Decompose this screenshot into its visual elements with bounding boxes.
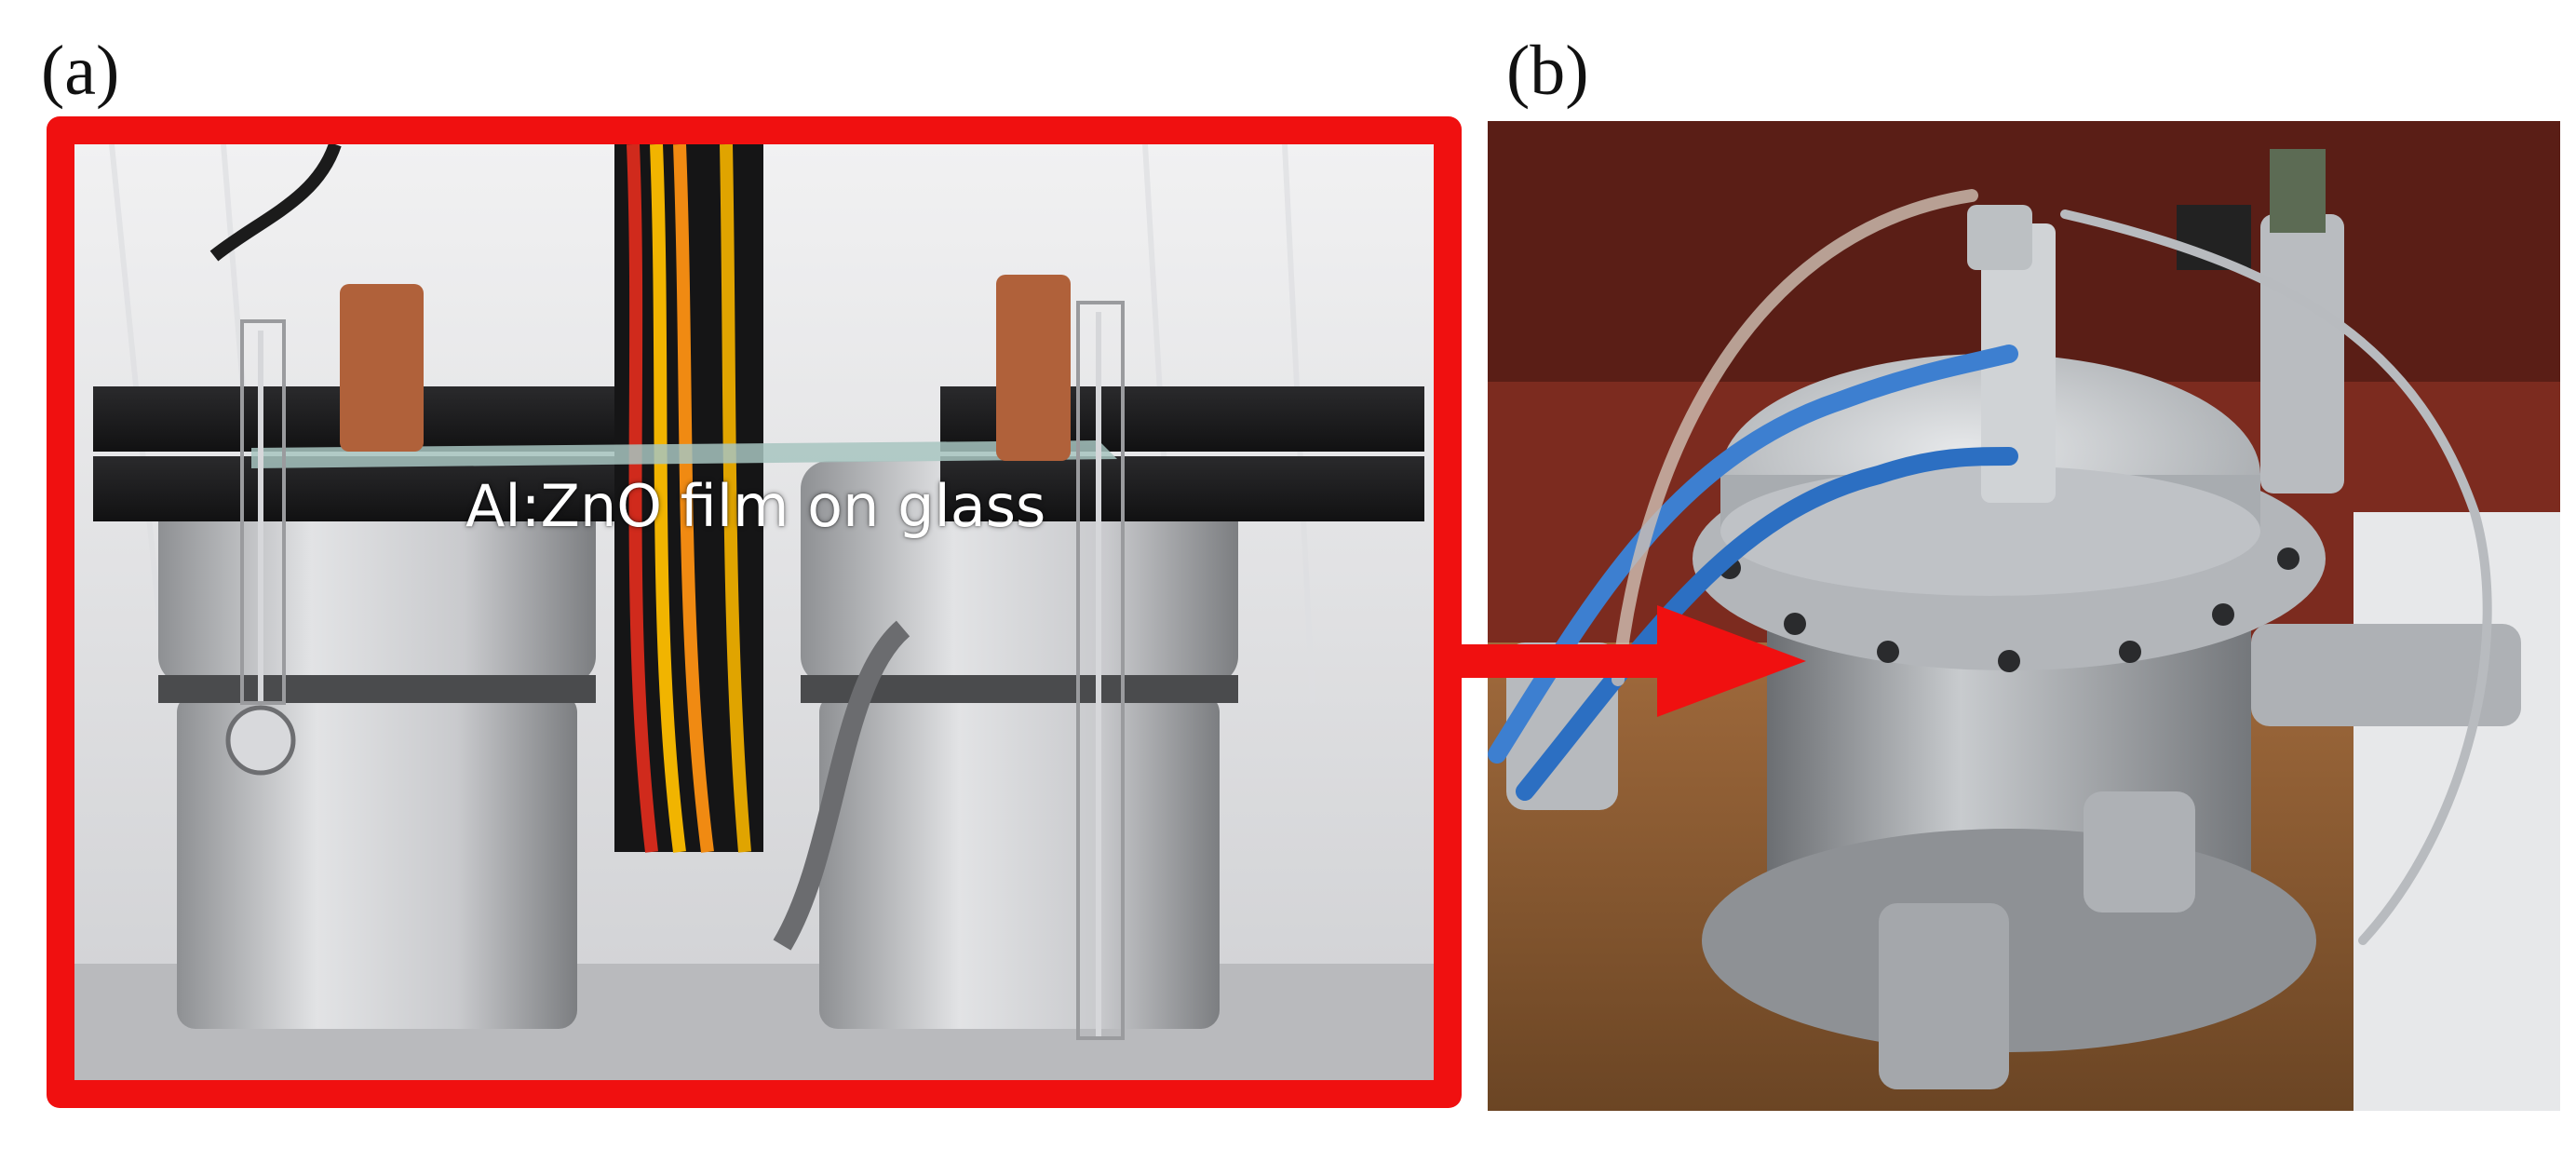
film-annotation: Al:ZnO film on glass [465,472,1046,540]
arrow-right-icon [1452,605,1806,717]
photo-vacuum-chamber [1488,121,2560,1111]
heater-stage-illustration [74,144,1434,1080]
panel-label-a: (a) [41,32,120,110]
photo-heater-stage: Al:ZnO film on glass [47,116,1462,1108]
panel-label-b: (b) [1506,32,1589,110]
